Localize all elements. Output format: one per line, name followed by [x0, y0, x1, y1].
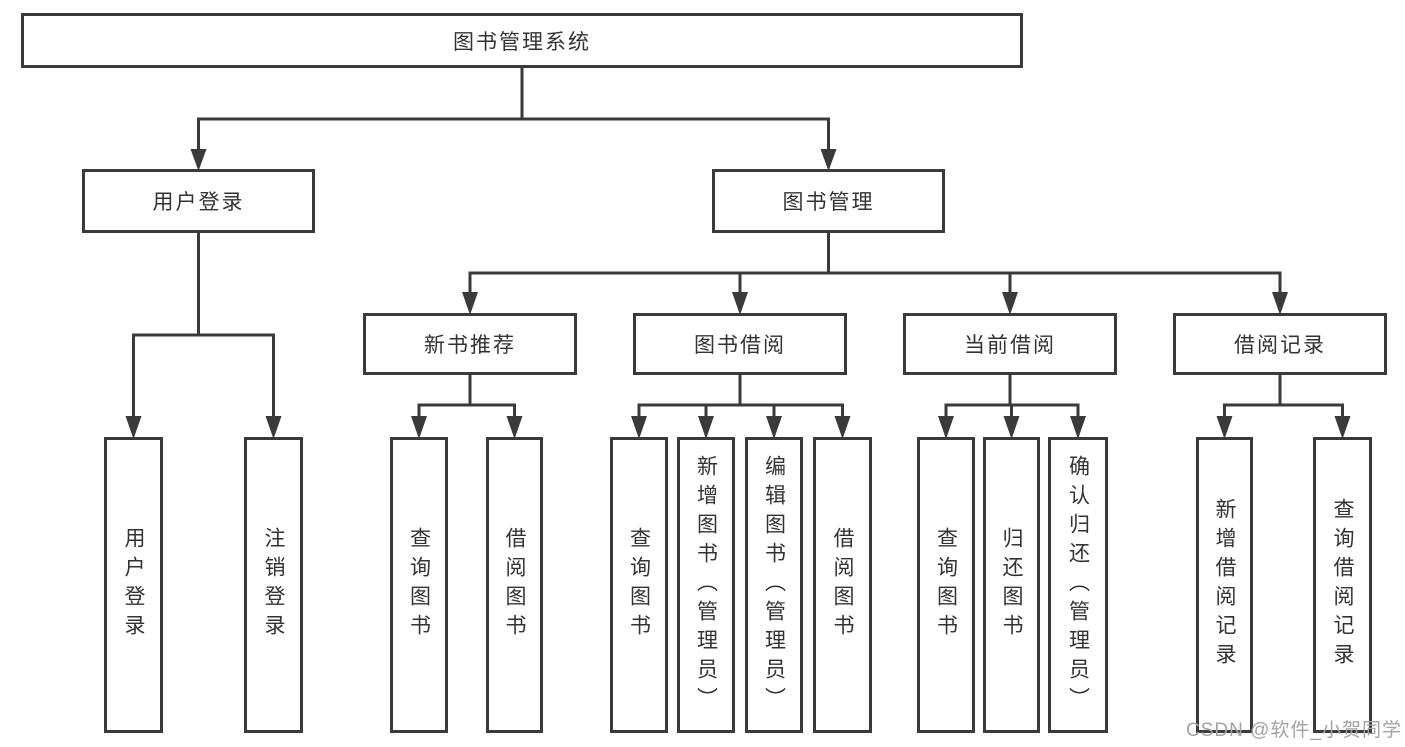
leaf-confirm-return-admin: 确认归还（管理员） [1048, 437, 1108, 733]
leaf-return-book: 归还图书 [983, 437, 1040, 733]
node-current-borrowing: 当前借阅 [903, 313, 1117, 375]
node-new-book-recommendation: 新书推荐 [363, 313, 577, 375]
leaf-query-books-current-label: 查询图书 [934, 527, 958, 643]
leaf-confirm-return-admin-label: 确认归还（管理员） [1066, 454, 1090, 716]
leaf-user-login-label: 用户登录 [122, 527, 146, 643]
leaf-query-books-recommend-label: 查询图书 [407, 527, 431, 643]
node-borrowing-records-label: 借阅记录 [1234, 334, 1326, 357]
leaf-add-borrow-record-label: 新增借阅记录 [1213, 498, 1237, 672]
leaf-borrow-books-recommend: 借阅图书 [486, 437, 543, 733]
leaf-query-books-recommend: 查询图书 [390, 437, 448, 733]
leaf-user-login: 用户登录 [104, 437, 163, 733]
arrowheads [125, 149, 1351, 439]
leaf-borrow-books-recommend-label: 借阅图书 [503, 527, 527, 643]
node-borrowing-records: 借阅记录 [1173, 313, 1387, 375]
leaf-return-book-label: 归还图书 [1000, 527, 1024, 643]
leaf-query-borrow-record: 查询借阅记录 [1313, 437, 1372, 733]
node-library-system: 图书管理系统 [21, 13, 1023, 68]
leaf-add-borrow-record: 新增借阅记录 [1196, 437, 1253, 733]
leaf-query-books-borrowing-label: 查询图书 [627, 527, 651, 643]
leaf-edit-book-admin-label: 编辑图书（管理员） [762, 454, 786, 716]
leaf-add-book-admin: 新增图书（管理员） [677, 437, 735, 733]
leaf-logout-label: 注销登录 [262, 527, 286, 643]
leaf-query-borrow-record-label: 查询借阅记录 [1331, 498, 1355, 672]
node-current-borrowing-label: 当前借阅 [964, 334, 1056, 357]
node-library-system-label: 图书管理系统 [453, 30, 591, 54]
leaf-logout: 注销登录 [244, 437, 303, 733]
leaf-add-book-admin-label: 新增图书（管理员） [694, 454, 718, 716]
leaf-query-books-borrowing: 查询图书 [610, 437, 668, 733]
node-book-management: 图书管理 [712, 169, 945, 233]
leaf-borrow-books-borrowing: 借阅图书 [813, 437, 872, 733]
node-user-login-label: 用户登录 [152, 191, 245, 214]
leaf-borrow-books-borrowing-label: 借阅图书 [831, 527, 855, 643]
node-book-management-label: 图书管理 [782, 191, 875, 214]
leaf-edit-book-admin: 编辑图书（管理员） [745, 437, 803, 733]
watermark: CSDN @软件_小贺同学 [1186, 720, 1402, 741]
leaf-query-books-current: 查询图书 [917, 437, 975, 733]
node-user-login: 用户登录 [82, 169, 315, 233]
node-book-borrowing: 图书借阅 [633, 313, 847, 375]
node-new-book-recommendation-label: 新书推荐 [424, 334, 516, 357]
node-book-borrowing-label: 图书借阅 [694, 334, 786, 357]
